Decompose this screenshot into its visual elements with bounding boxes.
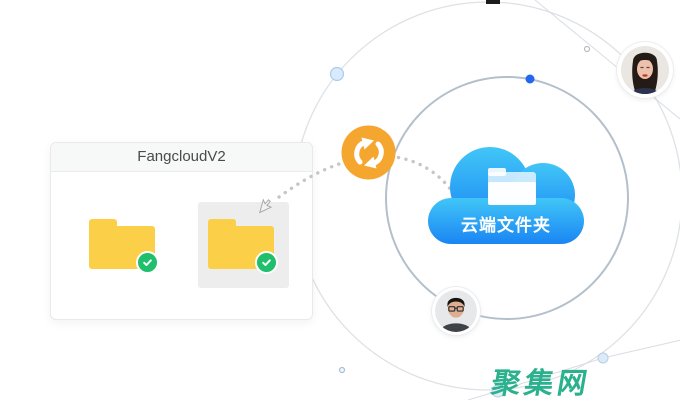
- network-node-left: [491, 384, 505, 398]
- decorative-line-top-right: [534, 0, 680, 120]
- tiny-dot-bottom: [338, 366, 346, 374]
- mouse-pointer-icon: [259, 198, 273, 214]
- fangcloud-window: FangcloudV2: [50, 142, 313, 320]
- sync-icon: [341, 125, 396, 180]
- folder-item[interactable]: [89, 219, 159, 274]
- lightblue-orbit-dot: [329, 66, 345, 82]
- blue-orbit-dot: [525, 74, 535, 84]
- sync-check-icon: [136, 251, 159, 274]
- cloud-folder-icon: [428, 147, 584, 244]
- white-folder-icon: [488, 168, 536, 205]
- top-notch-mark: [486, 0, 500, 4]
- cloud-folder-label: 云端文件夹: [461, 216, 551, 235]
- inner-orbit-circle: [385, 76, 629, 320]
- user-avatar-woman: [617, 42, 673, 98]
- tiny-dot-top: [583, 45, 591, 53]
- watermark-text: 聚集网: [488, 368, 594, 400]
- decorative-line-bottom-right: [467, 339, 680, 400]
- window-title: FangcloudV2: [51, 143, 312, 172]
- sync-check-icon: [255, 251, 278, 274]
- folder-item-selected[interactable]: [208, 219, 278, 274]
- network-node-right: [597, 352, 609, 364]
- user-avatar-man: [432, 287, 480, 335]
